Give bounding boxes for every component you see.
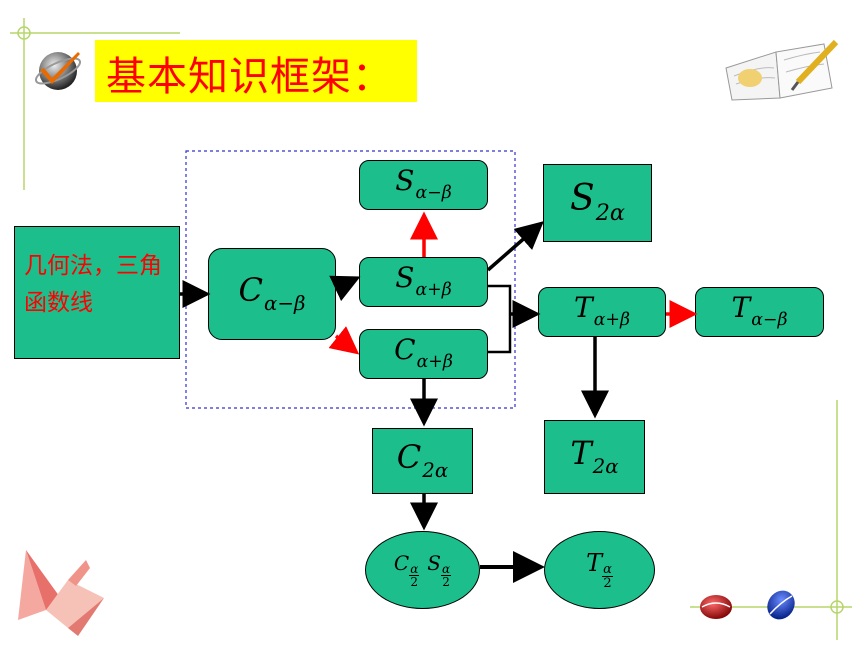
node-t-double: T2α [544,420,645,494]
node-t-minus: Tα−β [695,287,824,337]
node-t-plus-letter: T [574,291,593,325]
node-s-minus: Sα−β [359,160,488,210]
half-s-num: α [441,561,452,576]
half-s-den: 2 [442,574,450,589]
node-c-double-letter: C [396,438,422,477]
geometry-method-box [14,226,180,359]
node-c-minus-sub: α−β [264,292,306,316]
node-c-plus: Cα+β [359,329,488,379]
node-c-double-sub: 2α [422,459,449,483]
red-ball-icon [700,595,732,619]
node-s-plus-sub: α+β [415,280,452,301]
node-t-double-sub: 2α [592,455,619,479]
node-t-minus-sub: α−β [751,310,788,331]
node-c-double: C2α [372,428,473,494]
dashed-group-border [185,150,516,409]
node-s-plus-letter: S [395,261,415,295]
node-c-plus-sub: α+β [416,352,453,373]
geometry-method-label: 几何法，三角函数线 [24,253,162,316]
node-t-half: T α 2 [544,531,655,609]
arrow-cminus-to-cplus [328,326,360,355]
arrow-cminus-to-splus [329,275,361,302]
node-t-double-letter: T [570,434,592,473]
paper-crane-icon [18,550,104,636]
node-s-double-letter: S [570,178,595,220]
open-book-pencil-icon [725,39,839,101]
half-c-den: 2 [410,574,419,589]
node-s-double: S2α [543,164,652,242]
node-s-double-sub: 2α [595,200,625,227]
arrow-splus-to-sdouble [486,221,544,272]
half-s-letter: S [427,550,441,575]
t-half-num: α [602,561,613,577]
bracket-splus-cplus [488,284,512,354]
node-s-plus: Sα+β [359,257,488,307]
node-t-plus: Tα+β [538,287,666,337]
node-half-angle-cs: C α 2 S α 2 [365,531,480,609]
node-t-minus-letter: T [731,291,751,325]
node-s-minus-letter: S [395,164,415,198]
title-background [95,40,417,102]
node-c-minus-letter: C [238,271,263,310]
half-c-letter: C [393,550,410,575]
t-half-letter: T [586,548,603,577]
node-s-minus-sub: α−β [415,183,452,204]
page-title: 基本知识框架： [106,54,393,100]
blue-ball-icon [767,590,795,620]
node-t-plus-sub: α+β [593,310,630,331]
globe-check-icon [34,52,82,90]
node-c-plus-letter: C [394,333,416,367]
t-half-den: 2 [603,575,612,591]
half-c-num: α [409,561,420,576]
